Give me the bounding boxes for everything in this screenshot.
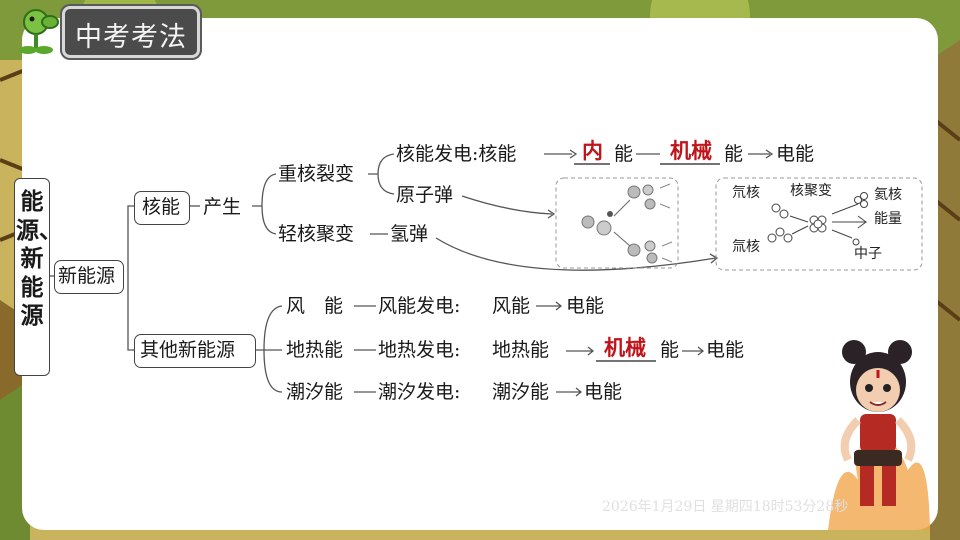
tide-source: 潮汐能 xyxy=(286,381,344,403)
geo-to: 电能 xyxy=(706,339,745,361)
other-energy-box xyxy=(134,334,256,368)
helium-label: 氦核 xyxy=(874,187,902,203)
deuterium-label: 氘核 xyxy=(732,185,760,201)
wind-source: 风 能 xyxy=(286,295,344,317)
tritium-label: 氚核 xyxy=(732,239,760,255)
section-tag-label: 中考考法 xyxy=(75,22,187,53)
fusion-reaction-label: 核聚变 xyxy=(790,183,832,199)
answer-geo-mechanical: 机械 xyxy=(604,336,646,360)
power-plant-end: 电能 xyxy=(776,143,815,165)
energy-label: 能量 xyxy=(874,211,902,227)
wind-to: 电能 xyxy=(566,295,605,317)
answer-internal: 内 xyxy=(582,139,603,163)
atomic-bomb-label: 原子弹 xyxy=(396,184,454,206)
geo-suffix: 能 xyxy=(660,339,680,361)
plant-icon xyxy=(19,9,59,54)
cartoon-character-icon xyxy=(828,340,930,530)
tide-plant: 潮汐发电: xyxy=(378,381,461,403)
nuclear-box xyxy=(134,191,190,225)
hydrogen-bomb-label: 氢弹 xyxy=(390,223,429,245)
fusion-illustration-icon xyxy=(767,192,868,246)
tide-from: 潮汐能 xyxy=(492,381,550,403)
nuclear-label: 核能 xyxy=(142,196,181,218)
wind-from: 风能 xyxy=(492,295,531,317)
wind-plant: 风能发电: xyxy=(378,295,461,317)
root-box xyxy=(14,178,50,376)
power-plant-suffix: 能 xyxy=(724,143,744,165)
tide-to: 电能 xyxy=(584,381,623,403)
content-panel xyxy=(22,18,938,530)
other-energy-label: 其他新能源 xyxy=(140,339,236,361)
fusion-label: 轻核聚变 xyxy=(278,223,355,245)
power-plant-mid: 能 xyxy=(614,143,634,165)
answer-mechanical: 机械 xyxy=(670,139,712,163)
new-energy-box xyxy=(54,260,124,294)
geo-plant: 地热发电: xyxy=(378,339,461,361)
fission-label: 重核裂变 xyxy=(278,163,355,185)
timestamp-watermark: 2026年1月29日 星期四18时53分28秒 xyxy=(602,499,849,515)
geo-source: 地热能 xyxy=(286,339,344,361)
power-plant-prefix: 核能发电:核能 xyxy=(396,143,517,165)
produce-label: 产生 xyxy=(203,196,242,218)
new-energy-label: 新能源 xyxy=(58,265,116,287)
fission-illustration-icon xyxy=(581,183,673,264)
root-label: 能源、新能源 xyxy=(16,189,62,329)
neutron-label: 中子 xyxy=(854,246,882,262)
section-tag: 中考考法 xyxy=(62,6,200,58)
geo-from: 地热能 xyxy=(492,339,550,361)
